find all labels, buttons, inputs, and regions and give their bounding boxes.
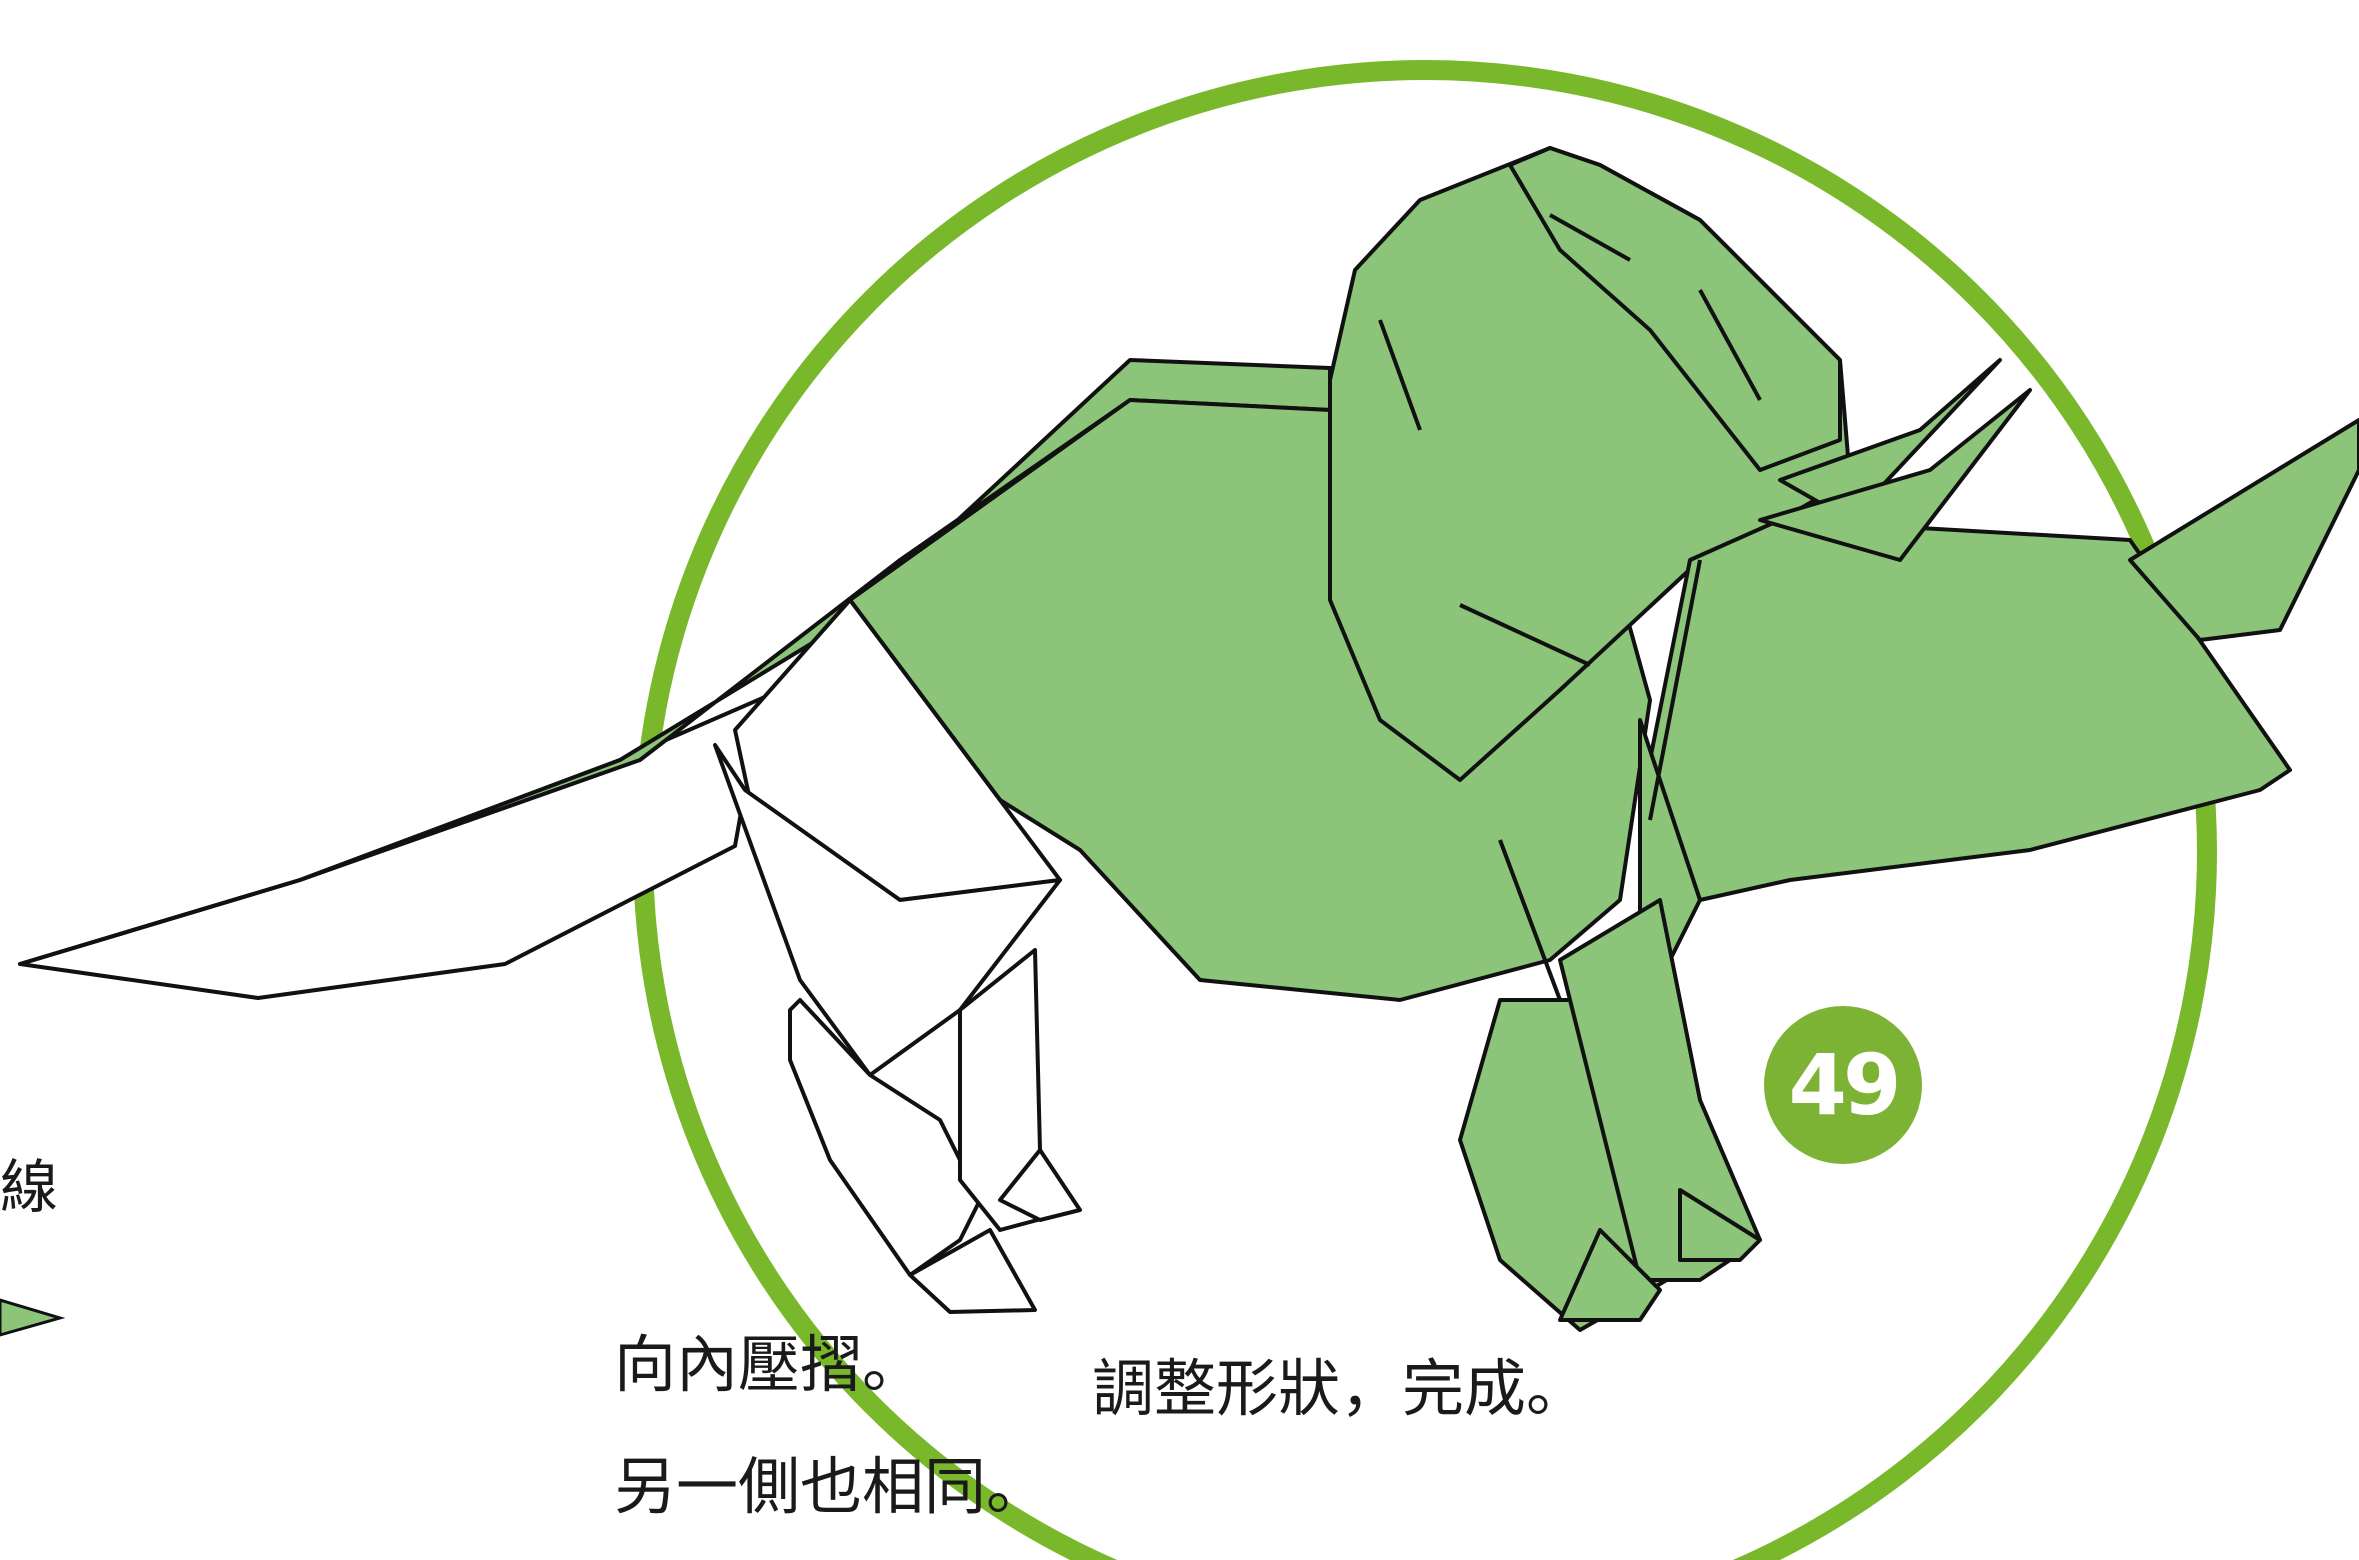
caption-other-side: 另一側也相同。 xyxy=(614,1450,1049,1523)
fold-line-1 xyxy=(1378,319,1422,431)
front-foot-2 xyxy=(1678,1188,1762,1262)
hind-leg-left xyxy=(788,998,982,1277)
fold-line-5 xyxy=(1498,839,1562,1001)
step-number: 49 xyxy=(1788,1036,1902,1134)
caption-fold-inward: 向內壓摺。 xyxy=(614,1328,925,1401)
fold-line-4 xyxy=(1459,603,1591,667)
hind-foot-right xyxy=(998,1148,1082,1222)
frill-inner xyxy=(1508,146,1842,472)
hind-leg-upper xyxy=(713,743,1062,1077)
front-foot xyxy=(1558,1228,1662,1322)
brow-horn-2 xyxy=(1758,388,2032,562)
fold-line-3 xyxy=(1698,289,1762,401)
triceratops-model xyxy=(18,146,2359,1332)
fold-line-6 xyxy=(1648,559,1702,821)
caption-finish: 調整形狀，完成。 xyxy=(1092,1352,1589,1425)
edge-fragment-shape xyxy=(0,1298,66,1337)
edge-caption-fragment: 線 xyxy=(0,1153,59,1221)
nose-horn xyxy=(2128,418,2359,642)
hind-foot xyxy=(908,1228,1037,1314)
step-number-badge: 49 xyxy=(1764,1006,1922,1164)
fold-line-2 xyxy=(1549,213,1631,262)
